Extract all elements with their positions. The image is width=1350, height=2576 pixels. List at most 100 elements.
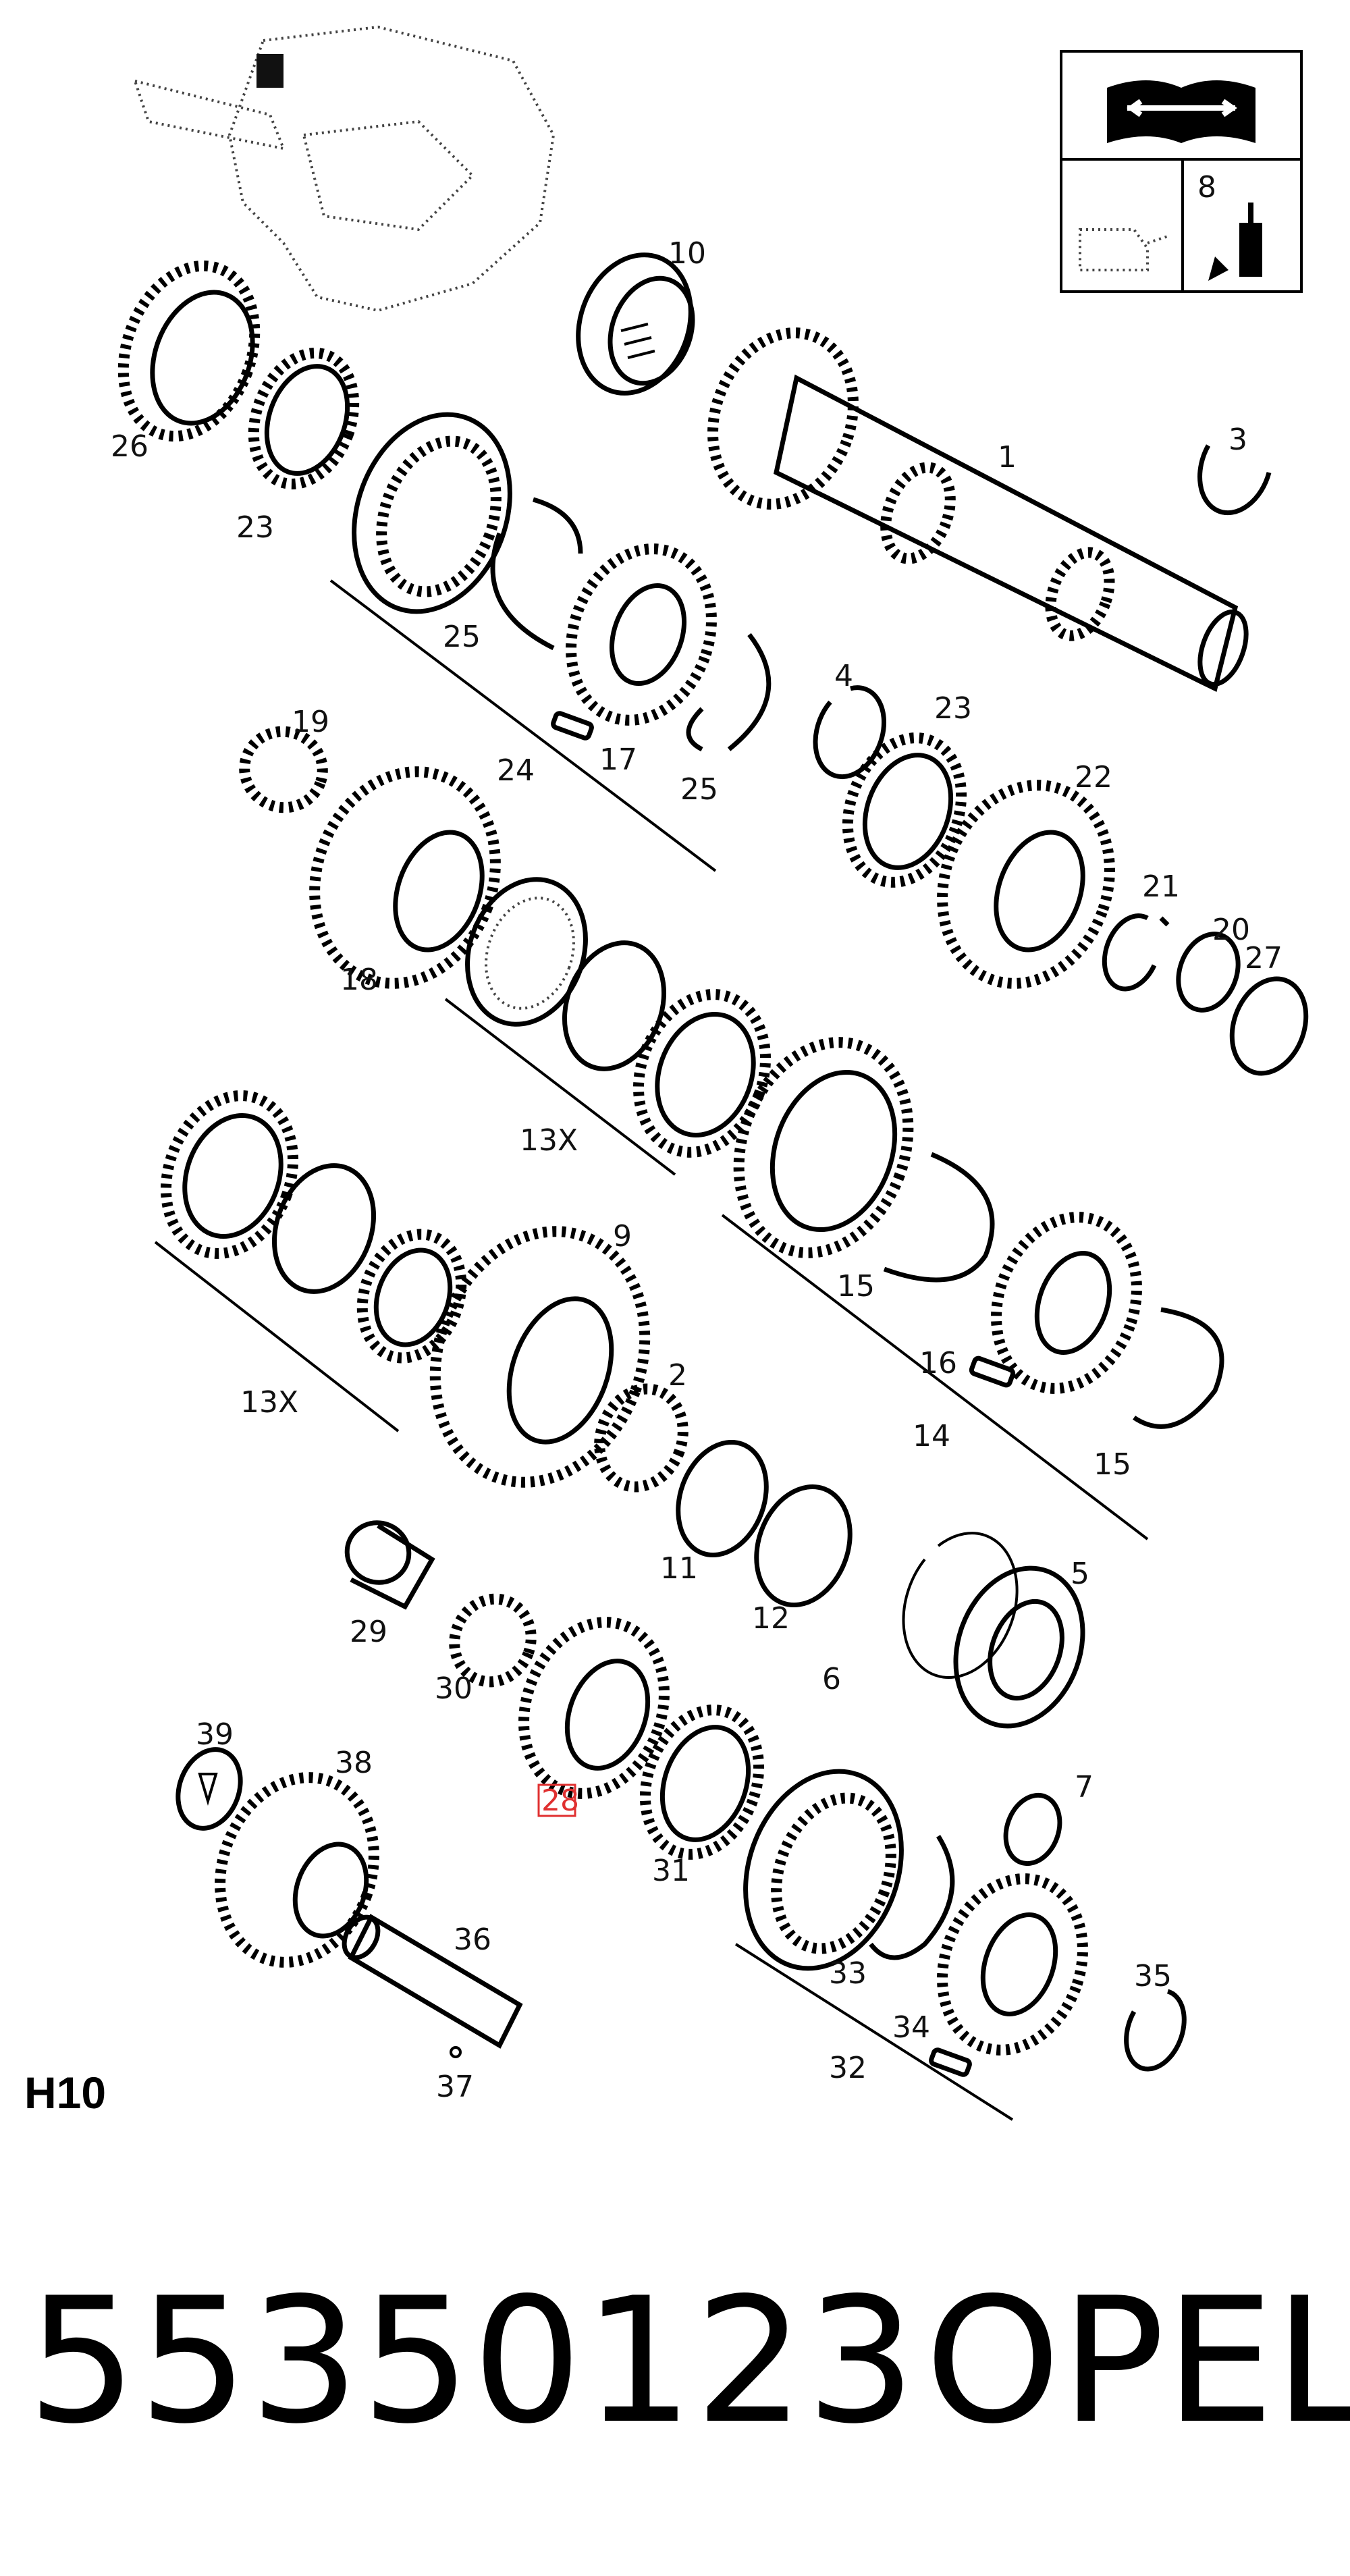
part-13x-cone-a	[465, 877, 588, 1027]
label-36: 36	[454, 1923, 491, 1957]
bracket-32	[734, 1943, 1014, 2121]
part-28-gear	[518, 1617, 670, 1799]
label-19: 19	[292, 705, 329, 739]
part-38-gear	[215, 1772, 379, 1968]
part-labels: 1 2 3 4 5 6 7 9 10 11 12 13X 13X 14 15 1…	[111, 236, 1282, 2104]
part-21-half-washers	[1102, 913, 1170, 992]
label-31: 31	[652, 1854, 690, 1888]
part-1-shaft	[707, 327, 1249, 693]
part-7-ring	[1003, 1792, 1062, 1867]
label-25a: 25	[443, 620, 481, 654]
part-23-synchro-ring-b	[842, 732, 967, 888]
bracket-24	[329, 579, 717, 872]
part-5-bearing	[953, 1565, 1085, 1729]
brand-name: OPEL	[925, 2261, 1350, 2462]
label-18: 18	[340, 963, 378, 997]
label-11: 11	[660, 1551, 698, 1586]
label-9: 9	[613, 1219, 632, 1254]
label-17: 17	[599, 743, 637, 777]
bracket-13x-b	[154, 1241, 400, 1432]
part-29-bush	[344, 1520, 435, 1610]
manual-wrench-icon	[1107, 80, 1256, 143]
label-1: 1	[998, 440, 1017, 475]
part-27-washer	[1229, 976, 1309, 1076]
part-11-washer	[676, 1439, 769, 1558]
label-25b: 25	[680, 772, 718, 807]
part-2-needle-bearing	[594, 1383, 688, 1493]
part-32-hub	[937, 1873, 1088, 2056]
part-23-synchro-ring	[248, 348, 360, 489]
label-26: 26	[111, 429, 148, 464]
label-38: 38	[335, 1746, 373, 1780]
label-35: 35	[1134, 1959, 1172, 1993]
label-15a: 15	[837, 1269, 875, 1304]
oil-can-icon	[1079, 228, 1168, 271]
label-3: 3	[1228, 423, 1247, 457]
part-16-key	[969, 1356, 1016, 1388]
part-17-key	[551, 711, 594, 741]
bracket-13x-a	[444, 998, 676, 1176]
section-code: H10	[24, 2068, 107, 2118]
label-7: 7	[1075, 1770, 1094, 1804]
part-34-key	[929, 2047, 972, 2077]
part-31-synchro-ring	[639, 1705, 765, 1860]
label-12: 12	[752, 1601, 790, 1636]
part-10-bearing	[576, 252, 695, 396]
part-25-spring-b	[686, 633, 772, 752]
part-20-ring	[1176, 932, 1241, 1013]
gearbox-housing-ghost	[132, 25, 556, 313]
part-25-spring-a	[490, 497, 583, 651]
label-29: 29	[350, 1615, 387, 1649]
label-13x-a: 13X	[520, 1123, 578, 1158]
part-13x-synchro-a	[632, 989, 772, 1158]
part-15-spring-a	[883, 1152, 995, 1283]
part-37-pin	[450, 2046, 462, 2058]
label-34: 34	[892, 2010, 930, 2045]
legend-ref-label: 8	[1197, 170, 1216, 205]
label-30: 30	[435, 1671, 473, 1706]
label-23b: 23	[934, 691, 972, 726]
label-37: 37	[436, 2070, 474, 2104]
label-13x-b: 13X	[240, 1385, 298, 1420]
label-22: 22	[1075, 760, 1112, 795]
part-6-circlip	[902, 1532, 1019, 1679]
sealant-bottle-icon	[1208, 203, 1262, 281]
part-13x-ring-b	[271, 1163, 377, 1294]
label-15b: 15	[1094, 1447, 1131, 1482]
part-number: 55350123	[27, 2261, 917, 2462]
label-20: 20	[1212, 913, 1250, 947]
part-14-hub	[991, 1212, 1142, 1394]
part-3-circlip	[1197, 444, 1272, 516]
part-14-sleeve	[733, 1037, 914, 1258]
label-5: 5	[1071, 1557, 1089, 1591]
label-23a: 23	[236, 510, 274, 545]
label-4: 4	[834, 659, 853, 693]
bracket-14	[721, 1214, 1149, 1540]
part-4-circlip	[813, 685, 886, 780]
part-26-gear	[117, 260, 261, 442]
part-19-needle-bearing	[239, 726, 328, 813]
label-28[interactable]: 28	[541, 1783, 579, 1818]
part-24-sleeve	[352, 412, 512, 614]
part-30-needle-bearing	[449, 1593, 537, 1688]
part-24-hub	[566, 543, 717, 726]
part-32-sleeve	[743, 1769, 904, 1971]
highlight-box-28	[537, 1783, 576, 1817]
part-39-washer	[176, 1747, 243, 1831]
part-36-shaft	[342, 1914, 523, 2049]
label-32: 32	[829, 2051, 867, 2085]
label-39: 39	[196, 1717, 234, 1752]
part-35-circlip	[1124, 1989, 1187, 2072]
part-13x-synchro-b	[356, 1229, 467, 1364]
label-6: 6	[822, 1662, 841, 1696]
label-2: 2	[668, 1358, 687, 1393]
part-33-spring	[869, 1835, 955, 1960]
label-27: 27	[1245, 941, 1282, 975]
part-13x-cone-b	[160, 1090, 299, 1259]
label-21: 21	[1142, 869, 1180, 904]
label-14: 14	[913, 1419, 950, 1453]
label-16: 16	[919, 1346, 957, 1380]
label-33: 33	[829, 1956, 867, 1991]
part-15-spring-b	[1133, 1307, 1224, 1429]
